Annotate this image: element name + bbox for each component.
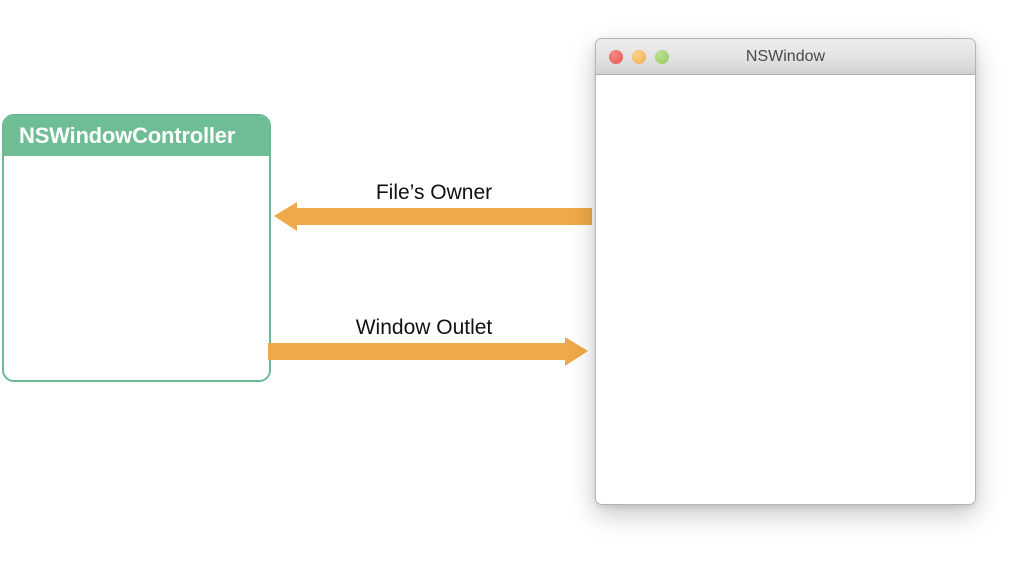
arrow-label-file-owner: File’s Owner (375, 181, 493, 204)
nswindowcontroller-title: NSWindowController (19, 123, 236, 148)
arrow-file-owner (274, 202, 592, 231)
nswindow-content-area (596, 75, 975, 503)
nswindow-titlebar[interactable]: NSWindow (596, 39, 975, 75)
arrow-window-outlet (268, 337, 588, 366)
zoom-button-icon[interactable] (655, 49, 669, 64)
nswindowcontroller-box: NSWindowController (2, 114, 271, 382)
close-button-icon[interactable] (609, 49, 623, 64)
minimize-button-icon[interactable] (632, 49, 646, 64)
nswindow-title: NSWindow (745, 47, 826, 65)
arrow-label-window-outlet: Window Outlet (355, 316, 493, 339)
nswindowcontroller-header: NSWindowController (4, 116, 269, 156)
nswindow-panel: NSWindow (595, 38, 976, 505)
traffic-light-group (609, 39, 669, 74)
nswindowcontroller-body (4, 156, 269, 380)
